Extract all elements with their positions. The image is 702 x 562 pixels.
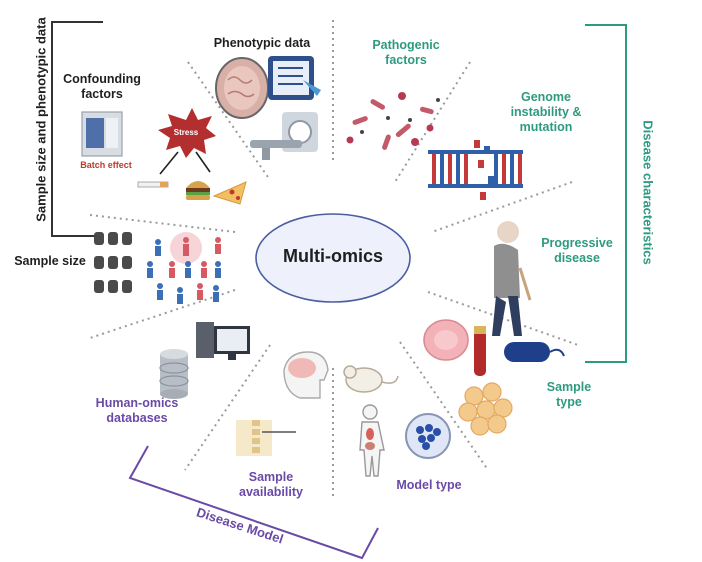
brain-mri-icon bbox=[215, 57, 269, 119]
segment-label-model-type: Model type bbox=[396, 478, 462, 492]
group-label-disease-characteristics: Disease characteristics bbox=[640, 120, 656, 265]
right-bracket bbox=[585, 24, 627, 363]
segment-label-sample-size: Sample size bbox=[14, 254, 86, 268]
clipboard-tablet-icon bbox=[268, 56, 321, 100]
stress-label: Stress bbox=[173, 128, 199, 137]
dna-icon bbox=[428, 140, 523, 200]
segment-label-sample-availability: Sample availability bbox=[239, 470, 303, 499]
center-ellipse bbox=[255, 213, 411, 303]
population-icon bbox=[147, 232, 221, 304]
petri-dish-icon bbox=[405, 413, 451, 459]
cigarette-icon bbox=[137, 181, 169, 188]
database-icon bbox=[159, 349, 189, 399]
segment-label-sample-type: Sample type bbox=[546, 380, 592, 409]
bacterium-icon bbox=[504, 342, 565, 362]
segment-label-genome-instability: Genome instability & mutation bbox=[510, 90, 582, 134]
human-anatomy-icon bbox=[359, 404, 385, 477]
center-label: Multi-omics bbox=[282, 246, 383, 266]
segment-label-human-omics-databases: Human-omics databases bbox=[95, 396, 179, 425]
cells-icon bbox=[458, 382, 513, 436]
batch-effect-label: Batch effect bbox=[80, 160, 132, 170]
stress-star-icon bbox=[158, 108, 216, 175]
segment-label-confounding-factors: Confounding factors bbox=[63, 72, 141, 101]
spine-icon bbox=[236, 420, 296, 456]
burger-icon bbox=[186, 181, 210, 200]
elderly-person-icon bbox=[492, 221, 532, 336]
mouse-icon bbox=[343, 365, 399, 393]
left-bracket bbox=[51, 21, 103, 237]
segment-label-pathogenic-factors: Pathogenic factors bbox=[372, 38, 440, 67]
pizza-icon bbox=[212, 181, 247, 205]
segment-label-phenotypic-data: Phenotypic data bbox=[213, 36, 311, 50]
bottom-bracket bbox=[128, 445, 379, 560]
computer-icon bbox=[196, 322, 250, 360]
tissue-icon bbox=[423, 319, 469, 361]
pathogens-icon bbox=[346, 92, 440, 150]
blood-tube-icon bbox=[474, 326, 486, 376]
mice-grid-icon bbox=[94, 232, 132, 293]
head-brain-icon bbox=[283, 351, 329, 399]
sequencer-icon bbox=[81, 111, 123, 157]
group-label-sample-size-phenotypic: Sample size and phenotypic data bbox=[33, 17, 49, 222]
mri-scanner-icon bbox=[250, 112, 318, 160]
segment-label-progressive-disease: Progressive disease bbox=[541, 236, 613, 265]
